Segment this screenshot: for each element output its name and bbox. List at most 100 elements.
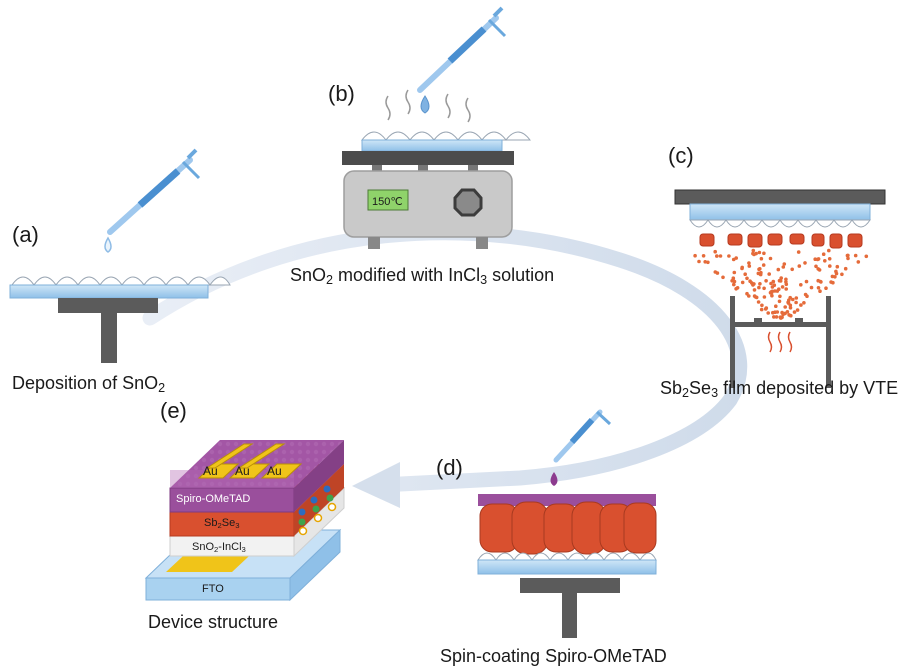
vapor-particle [754,251,758,256]
pipette-icon [553,409,612,463]
vapor-particle [761,263,766,267]
vapor-particle [703,260,707,264]
vapor-particle [740,265,744,270]
vapor-particle [762,251,766,256]
step-d-label: (d) [436,455,463,480]
vapor-particle [777,299,782,304]
vapor-particle [715,254,719,258]
vapor-particle [823,259,827,263]
substrate-glass [689,203,871,221]
vapor-particle [835,264,840,269]
holder-plate [674,189,886,205]
beads-layer [689,219,871,228]
vapor-particle [764,306,769,310]
vapor-particle [791,297,795,302]
vapor-particle [827,248,831,253]
vapor-particles [693,248,869,320]
vapor-particle [754,295,759,300]
vapor-particle [776,267,781,272]
vapor-particle [788,306,793,310]
droplet-icon [104,236,112,253]
step-c-illustration [674,189,886,388]
beads-layer [360,131,532,141]
evaporation-boat [730,296,831,388]
vapor-particle [762,295,767,299]
step-b-label: (b) [328,81,355,106]
vapor-particle [752,282,756,286]
spin-chuck [520,578,620,593]
vapor-particle [795,308,800,312]
heat-icon [767,331,793,353]
sb2se3-grains [479,501,657,555]
vapor-particle [864,254,869,259]
incl3-molecule-icons [298,485,337,536]
sb2se3-grains [699,233,863,249]
droplet-icon [550,472,558,486]
vapor-particle [735,286,740,290]
vapor-particle [775,289,780,293]
vapor-particle [827,257,832,261]
vapor-particle [751,251,755,256]
vapor-particle [821,252,826,256]
flow-arrow [142,225,748,508]
vapor-particle [797,264,802,268]
vapor-particle [856,260,861,264]
pipette-icon [417,6,507,93]
vapor-particle [756,300,761,304]
vapor-particle [757,285,761,290]
sno2-beads [11,276,231,286]
vapor-particle [834,269,838,274]
knob-icon [453,188,483,217]
step-c-caption: Sb2Se3 film deposited by VTE [660,378,899,401]
step-a-label: (a) [12,222,39,247]
vapor-particle [770,293,774,298]
vapor-particle [781,312,785,317]
vapor-particle [759,307,764,312]
vapor-particle [732,270,737,275]
vapor-particle [780,285,785,289]
vapor-particle [799,283,803,287]
vapor-particle [794,296,799,300]
vapor-particle [772,283,777,288]
beads-layer [477,552,657,561]
vapor-particle [701,254,706,258]
vapor-particle [799,303,803,307]
au-label-2: Au [235,464,250,478]
vapor-particle [813,257,817,262]
vapor-particle [778,294,782,299]
vapor-particle [766,311,770,315]
vapor-particle [840,272,844,277]
spiro-layer-label: Spiro-OMeTAD [176,493,251,505]
step-c-label: (c) [668,143,694,168]
hotplate-temperature: 150℃ [372,196,403,208]
vapor-particle [828,264,832,268]
vapor-particle [732,282,736,287]
vapor-particle [759,256,764,261]
vapor-particle [803,292,808,297]
step-d-illustration [477,409,657,638]
vapor-particle [784,287,788,291]
vapor-particle [782,262,787,266]
vapor-particle [747,264,752,268]
vapor-particle [706,260,710,265]
vapor-particle [853,253,858,258]
vapor-particle [764,279,768,283]
vapor-particle [787,298,791,303]
vapor-particle [769,281,773,286]
vapor-particle [693,253,697,258]
vapor-particle [785,310,790,314]
step-e-label: (e) [160,398,187,423]
vapor-particle [768,290,773,295]
vapor-particle [781,265,786,269]
vapor-particle [818,279,823,284]
vapor-particle [783,305,787,309]
vapor-particle [780,315,784,320]
vapor-particle [792,310,797,314]
pipette-icon [107,148,201,235]
vapor-particle [772,315,776,319]
vapor-particle [727,254,731,258]
vapor-particle [816,267,820,271]
step-e-caption: Device structure [148,612,279,632]
vapor-particle [846,256,850,261]
